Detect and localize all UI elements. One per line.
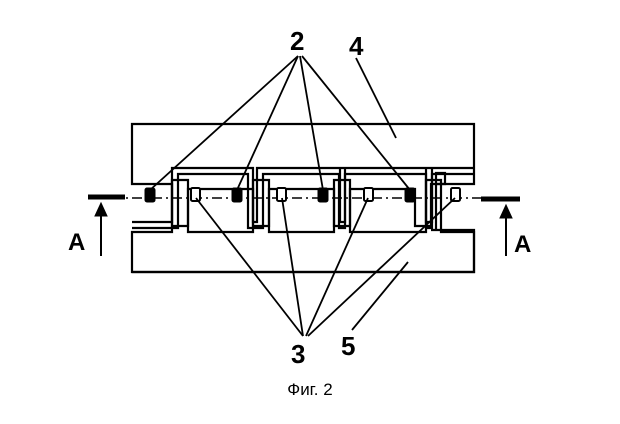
callout-2-label: 2 — [290, 26, 304, 56]
channel-outer — [132, 172, 474, 230]
element-2-a — [144, 187, 156, 203]
section-left-arrowhead — [94, 201, 108, 217]
section-right-arrowhead — [499, 203, 513, 219]
lower-plate-outline — [130, 178, 476, 274]
element-2-c — [317, 187, 329, 203]
leader-2-a — [149, 55, 299, 191]
element-3-c — [363, 187, 374, 202]
lower-plate — [132, 171, 476, 274]
leader-2-b — [236, 55, 299, 191]
element-3-b — [276, 187, 287, 202]
element-2-b — [231, 187, 243, 203]
element-3-d — [450, 187, 461, 202]
channel-inner — [132, 166, 474, 224]
callout-5-label: 5 — [341, 331, 355, 361]
leader-3-b — [281, 197, 304, 337]
figure-caption: Фиг. 2 — [287, 380, 332, 399]
leader-2-c — [299, 55, 324, 191]
leader-3-a — [195, 197, 304, 337]
leader-4 — [355, 57, 397, 139]
element-3-a — [190, 187, 201, 202]
callout-3-label: 3 — [291, 339, 305, 369]
section-right-label: A — [514, 231, 531, 258]
leader-3-d — [307, 197, 456, 337]
leader-5 — [351, 261, 409, 331]
leader-3-c — [305, 197, 369, 337]
section-left-label: A — [68, 229, 85, 256]
callout-4-label: 4 — [349, 31, 364, 61]
leader-2-d — [301, 55, 411, 191]
element-2-d — [404, 187, 416, 203]
